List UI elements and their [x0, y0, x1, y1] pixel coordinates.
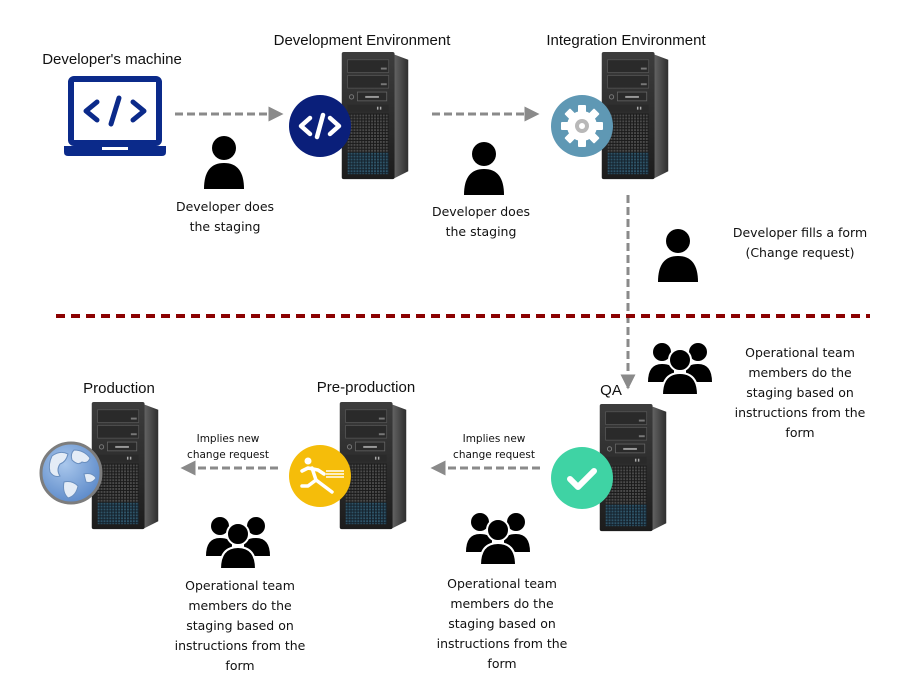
- person-icon: [464, 142, 504, 195]
- globe-icon: [39, 441, 103, 505]
- node-title-dev-machine: Developer's machine: [42, 51, 182, 68]
- group-icon: [206, 517, 270, 570]
- node-title-integration-env: Integration Environment: [546, 32, 706, 49]
- check-badge-icon: [551, 447, 613, 509]
- group-icon: [648, 343, 712, 396]
- arrow-label-preprod-to-prod: Implies new change request: [187, 433, 269, 461]
- running-man-badge-icon: [289, 445, 351, 507]
- actor-note-ops-prod: Operational team members do the staging …: [174, 578, 306, 673]
- actor-note-dev-form: Developer fills a form (Change request): [732, 225, 868, 260]
- node-title-dev-env: Development Environment: [273, 32, 451, 49]
- actor-note-dev-staging-1: Developer does the staging: [175, 199, 275, 234]
- actor-note-ops-qa: Operational team members do the staging …: [734, 345, 866, 440]
- code-badge-icon: [289, 95, 351, 157]
- laptop-code-icon: [64, 76, 166, 156]
- actor-note-dev-staging-2: Developer does the staging: [431, 204, 531, 239]
- person-icon: [658, 229, 698, 282]
- gear-badge-icon: [551, 95, 613, 157]
- node-title-preprod: Pre-production: [316, 379, 416, 396]
- node-title-production: Production: [83, 380, 155, 397]
- actor-note-ops-preprod: Operational team members do the staging …: [436, 576, 568, 671]
- group-icon: [466, 513, 530, 566]
- node-title-qa: QA: [600, 382, 622, 399]
- person-icon: [204, 136, 244, 189]
- arrow-label-qa-to-preprod: Implies new change request: [453, 433, 535, 461]
